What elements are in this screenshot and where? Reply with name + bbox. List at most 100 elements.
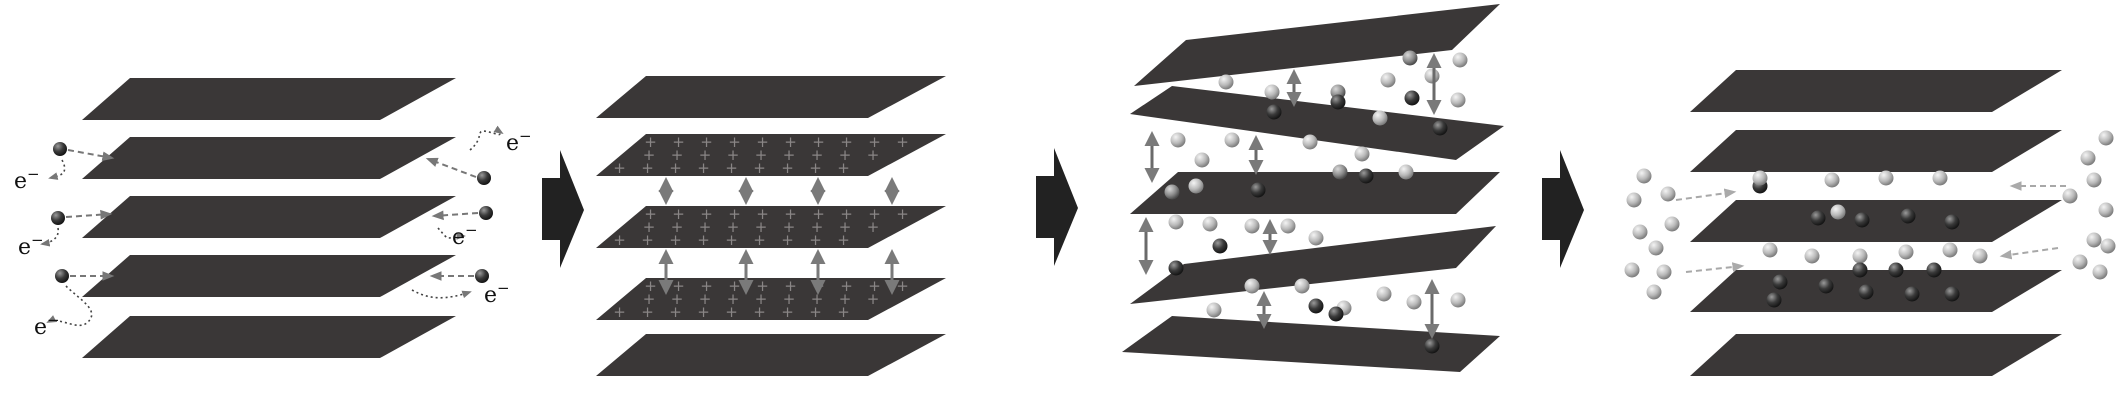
charge-symbol: +	[784, 277, 797, 295]
sheet	[82, 137, 456, 179]
ion	[1932, 170, 1948, 186]
charge-symbol: +	[867, 290, 880, 308]
ion	[1858, 284, 1874, 300]
sheet	[596, 206, 946, 248]
ion	[475, 269, 489, 283]
ion	[1188, 178, 1204, 194]
charge-symbol: +	[784, 205, 797, 223]
ion	[1664, 216, 1680, 232]
charge-symbol: +	[837, 303, 850, 321]
ion	[1424, 68, 1440, 84]
ion	[1398, 164, 1414, 180]
ion	[1194, 152, 1210, 168]
panel-4-ions	[1624, 130, 2116, 308]
ion	[1904, 286, 1920, 302]
charge-symbol: +	[784, 133, 797, 151]
ion	[1168, 214, 1184, 230]
charge-symbol: +	[669, 231, 682, 249]
ion	[1944, 286, 1960, 302]
ion	[1224, 132, 1240, 148]
ion	[1308, 298, 1324, 314]
ion	[1328, 306, 1344, 322]
charge-symbol: +	[728, 205, 741, 223]
charge-symbol: +	[672, 205, 685, 223]
sheet	[1690, 130, 2062, 172]
charge-symbol: +	[839, 146, 852, 164]
charge-symbol: +	[755, 218, 768, 236]
charge-symbol: +	[672, 277, 685, 295]
charge-symbol: +	[837, 231, 850, 249]
panel-1: e− e− e− e− e− e−	[14, 78, 532, 358]
charge-symbol: +	[641, 303, 654, 321]
ion	[1854, 212, 1870, 228]
charge-symbol: +	[812, 205, 825, 223]
electron-label: e−	[484, 279, 510, 308]
charge-symbol: +	[809, 231, 822, 249]
panel-1-electron-labels: e− e− e− e− e− e−	[14, 127, 532, 340]
ion	[55, 269, 69, 283]
charge-symbol: +	[727, 146, 740, 164]
panel-2-sheets	[596, 76, 946, 376]
ion	[1624, 262, 1640, 278]
charge-symbol: +	[643, 218, 656, 236]
charge-symbol: +	[697, 231, 710, 249]
ion	[477, 171, 491, 185]
panel-2-charges: ++++++++++++++++++++++++++++++++++++++++…	[613, 133, 909, 321]
ion	[2086, 232, 2102, 248]
ion	[51, 211, 65, 225]
sheet	[1130, 172, 1500, 214]
ion	[1900, 208, 1916, 224]
ion	[2098, 130, 2114, 146]
charge-symbol: +	[783, 218, 796, 236]
ion	[1206, 302, 1222, 318]
ion	[1250, 182, 1266, 198]
ion	[1752, 170, 1768, 186]
ion	[1380, 72, 1396, 88]
panel-4-dashed-arrows	[1675, 181, 2066, 273]
charge-symbol: +	[812, 133, 825, 151]
ion	[1898, 244, 1914, 260]
panel-4	[1624, 70, 2116, 376]
electron-label: e−	[452, 221, 478, 250]
ion	[1888, 262, 1904, 278]
ion	[1402, 50, 1418, 66]
ion	[2098, 202, 2114, 218]
charge-symbol: +	[811, 146, 824, 164]
sheet	[596, 334, 946, 376]
ion	[1218, 74, 1234, 90]
panel-3-ions	[1164, 50, 1468, 354]
ion	[1830, 204, 1846, 220]
ion	[1404, 90, 1420, 106]
panel-3-sheets	[1122, 4, 1504, 372]
charge-symbol: +	[644, 205, 657, 223]
charge-symbol: +	[669, 159, 682, 177]
ion	[1164, 184, 1180, 200]
charge-symbol: +	[837, 159, 850, 177]
ion	[1648, 240, 1664, 256]
charge-symbol: +	[700, 277, 713, 295]
charge-symbol: +	[809, 159, 822, 177]
ion	[1972, 248, 1988, 264]
ion	[1424, 338, 1440, 354]
charge-symbol: +	[728, 133, 741, 151]
ion	[1762, 242, 1778, 258]
sheet	[1134, 4, 1500, 86]
process-arrow	[1542, 150, 1584, 268]
charge-symbol: +	[753, 159, 766, 177]
charge-symbol: +	[699, 146, 712, 164]
electron-label: e−	[18, 231, 44, 260]
charge-symbol: +	[641, 159, 654, 177]
sheet	[82, 255, 456, 297]
charge-symbol: +	[613, 159, 626, 177]
charge-symbol: +	[699, 290, 712, 308]
charge-symbol: +	[840, 205, 853, 223]
ion	[1244, 278, 1260, 294]
ion	[1824, 172, 1840, 188]
charge-symbol: +	[644, 277, 657, 295]
charge-symbol: +	[839, 218, 852, 236]
electron-label: e−	[14, 165, 40, 194]
charge-symbol: +	[783, 290, 796, 308]
charge-symbol: +	[840, 133, 853, 151]
ion	[1264, 84, 1280, 100]
sheet	[1690, 70, 2062, 112]
